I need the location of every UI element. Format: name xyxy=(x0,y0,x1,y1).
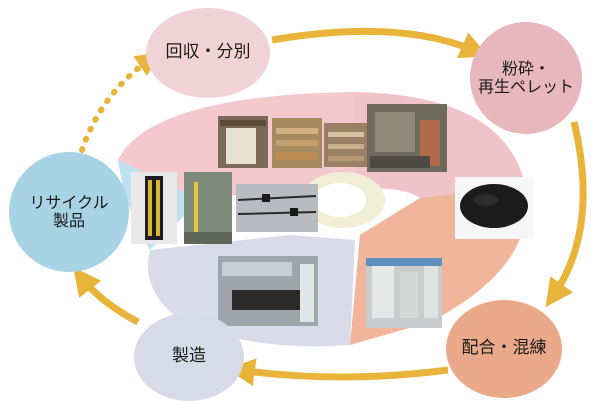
photo-mixing-machine xyxy=(366,258,442,328)
arrow-manufacture-to-recycle xyxy=(73,267,140,326)
arrow-crush-to-mix xyxy=(545,121,587,308)
photo-product-pole xyxy=(184,172,232,244)
stage-mix: 配合・混練 xyxy=(446,300,562,398)
photo-crusher-machine xyxy=(367,104,447,172)
stage-mix-label: 配合・混練 xyxy=(461,338,547,359)
ring-hole xyxy=(314,183,366,217)
cycle-arrows xyxy=(73,27,587,387)
photos xyxy=(131,104,533,328)
stage-crush-label-line1: 粉砕・ xyxy=(501,58,550,78)
photo-sorted-materials xyxy=(272,118,322,168)
arrow-mix-to-manufacture xyxy=(226,358,449,387)
stage-collect-label: 回収・分別 xyxy=(165,42,251,63)
photo-black-pellets xyxy=(455,177,533,239)
stage-crush: 粉砕・ 再生ペレット xyxy=(470,22,582,134)
stage-recycle-label-line1: リサイクル xyxy=(29,192,109,212)
stage-recycle: リサイクル 製品 xyxy=(9,152,129,272)
photo-cable-installation xyxy=(236,184,318,232)
stage-crush-label-line2: 再生ペレット xyxy=(477,77,574,96)
arrow-collect-to-crush xyxy=(271,27,489,59)
stage-manufacture: 製造 xyxy=(134,313,244,401)
stage-recycle-label-line2: 製品 xyxy=(52,211,85,230)
photo-pallet-stack xyxy=(324,123,368,167)
photo-collected-bags xyxy=(218,116,268,168)
arrow-recycle-to-collect xyxy=(79,52,160,153)
stage-collect: 回収・分別 xyxy=(146,8,270,98)
stage-manufacture-label: 製造 xyxy=(172,346,206,367)
photo-product-column xyxy=(131,172,177,244)
photo-factory-line xyxy=(218,256,318,326)
